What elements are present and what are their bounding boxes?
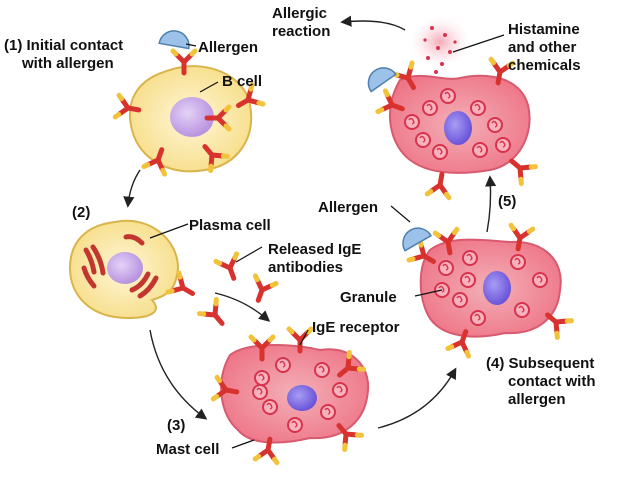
step2-label: (2) <box>72 204 90 221</box>
step4-label-line3: allergen <box>508 391 566 408</box>
b-cell-label: B cell <box>222 73 262 90</box>
histamine-label-line2: and other <box>508 39 576 56</box>
step1-label-line2: with allergen <box>21 55 114 72</box>
step1-label-line1: (1) Initial contact <box>4 37 123 54</box>
released-label-line2: antibodies <box>268 259 343 276</box>
mast-cell-label: Mast cell <box>156 441 219 458</box>
histamine-release <box>410 16 470 74</box>
step4-label-line1: (4) Subsequent <box>486 355 594 372</box>
allergen-right-icon <box>396 221 432 252</box>
histamine-label-line3: chemicals <box>508 57 581 74</box>
b-cell-nucleus <box>170 97 214 137</box>
allergen-top-icon <box>158 27 193 50</box>
mast-cell-5 <box>378 59 536 197</box>
allergen-top-right-icon <box>361 61 397 93</box>
histamine-label-line1: Histamine <box>508 21 580 38</box>
mast-cell-5-nucleus <box>444 111 472 145</box>
plasma-cell-label: Plasma cell <box>189 217 271 234</box>
plasma-cell-nucleus <box>107 252 143 284</box>
flow-arrows <box>123 15 497 429</box>
allergen-right-label: Allergen <box>318 199 378 216</box>
released-label-line1: Released IgE <box>268 241 361 258</box>
granule-label: Granule <box>340 289 397 306</box>
released-antibodies <box>168 254 276 331</box>
allergic-label-line2: reaction <box>272 23 330 40</box>
ige-receptor-label: IgE receptor <box>312 319 400 336</box>
mast-cell-3-nucleus <box>287 385 317 411</box>
labels: (1) Initial contact with allergen Allerg… <box>4 5 596 458</box>
mast-cell-4-nucleus <box>483 271 511 305</box>
b-cell <box>115 51 263 174</box>
leader-lines <box>149 34 505 449</box>
mast-cell-3 <box>213 329 370 463</box>
endoplasmic-reticulum <box>81 234 159 299</box>
step5-label: (5) <box>498 193 516 210</box>
allergen-top-label: Allergen <box>198 39 258 56</box>
step3-label: (3) <box>167 417 185 434</box>
step4-label-line2: contact with <box>508 373 596 390</box>
allergic-label-line1: Allergic <box>272 5 327 22</box>
plasma-cell <box>68 219 180 320</box>
mast-cell-4 <box>409 225 572 356</box>
